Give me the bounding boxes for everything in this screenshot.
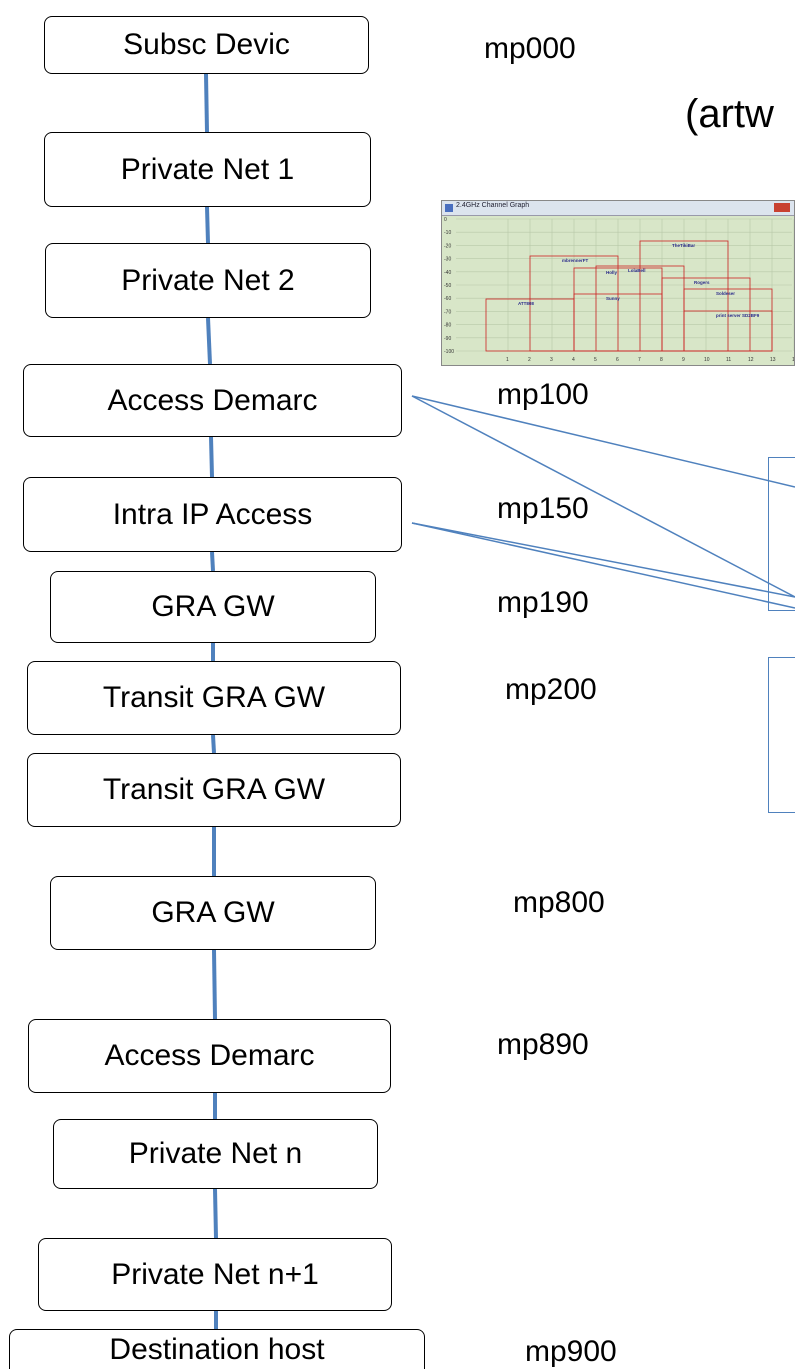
x-tick-label: 1 [506,357,509,363]
node-private-net-1[interactable]: Private Net 1 [44,132,371,207]
node-gra-gw-2[interactable]: GRA GW [50,876,376,950]
network-curve [683,310,773,352]
x-tick-label: 11 [726,357,731,363]
y-tick-label: -30 [444,257,451,263]
slide-title: (artw [685,92,774,136]
node-access-demarc[interactable]: Access Demarc [23,364,402,437]
chain-link [212,949,217,1020]
callout-box-transit [768,657,795,813]
thumbnail-window-title: 2.4GHz Channel Graph [456,202,530,209]
close-icon [774,203,790,212]
x-tick-label: 2 [528,357,531,363]
x-tick-label: 13 [770,357,776,363]
network-label: mbrennerFT [562,258,589,263]
channel-graph-thumbnail: 2.4GHz Channel Graph 0 -10 -20 -30 -40 -50 -60… [441,200,795,366]
mp-label-900: mp900 [525,1335,617,1368]
chain-link [204,73,209,133]
y-tick-label: -40 [444,270,451,276]
x-tick-label: 3 [550,357,553,363]
callout-leader [411,395,795,598]
chain-link [210,551,215,572]
chain-link [205,206,210,244]
y-tick-label: -50 [444,283,451,289]
chain-link [209,436,214,478]
thumbnail-titlebar: 2.4GHz Channel Graph [442,201,794,216]
node-transit-gra-gw[interactable]: Transit GRA GW [27,661,401,735]
y-tick-label: -100 [444,349,454,355]
callout-leader [411,522,795,609]
chain-links [204,73,218,1329]
node-private-net-2[interactable]: Private Net 2 [45,243,371,318]
x-tick-label: 10 [704,357,710,363]
mp-label-190: mp190 [497,586,589,619]
callout-leaders [411,395,795,609]
network-label: Sunny [606,296,620,301]
network-label: Rogers [694,280,710,285]
mp-label-890: mp890 [497,1028,589,1061]
node-transit-gra-gw-2[interactable]: Transit GRA GW [27,753,401,827]
y-tick-label: -70 [444,309,451,315]
node-private-net-n-plus-1[interactable]: Private Net n+1 [38,1238,392,1311]
app-icon [445,204,453,212]
y-tick-label: -10 [444,230,451,236]
x-tick-label: 7 [638,357,641,363]
x-tick-label: 9 [682,357,685,363]
network-label: LolaBell [628,268,646,273]
chain-link [206,317,212,365]
network-label: print server SD2BF9 [716,313,760,318]
callout-leader [411,522,795,598]
x-tick-label: 12 [748,357,754,363]
node-gra-gw[interactable]: GRA GW [50,571,376,643]
mp-label-150: mp150 [497,492,589,525]
mp-label-100: mp100 [497,378,589,411]
mp-label-200: mp200 [505,673,597,706]
x-tick-labels: 1234567891011121314 [506,357,795,363]
mp-label-800: mp800 [513,886,605,919]
network-curve [573,293,663,352]
x-tick-label: 4 [572,357,575,363]
network-label: Holly [606,270,617,275]
x-tick-label: 8 [660,357,663,363]
chain-link [211,734,216,754]
graph-grid [456,218,794,352]
node-private-net-n[interactable]: Private Net n [53,1119,378,1189]
chain-link [213,1188,218,1239]
node-subsc-devic[interactable]: Subsc Devic [44,16,369,74]
x-tick-label: 14 [792,357,795,363]
y-tick-labels: 0 -10 -20 -30 -40 -50 -60 -70 -80 -90 -100 [444,217,454,355]
network-label: TheTikiBar [672,243,695,248]
callout-box-access [768,457,795,611]
network-curves [485,240,773,352]
network-label: ATT808 [518,301,534,306]
mp-label-000: mp000 [484,32,576,65]
y-tick-label: -60 [444,296,451,302]
x-tick-label: 6 [616,357,619,363]
node-intra-ip-access[interactable]: Intra IP Access [23,477,402,552]
callout-leader [411,395,795,488]
node-destination-host[interactable]: Destination host [9,1329,425,1369]
x-tick-label: 5 [594,357,597,363]
y-tick-label: -20 [444,243,451,249]
node-access-demarc-2[interactable]: Access Demarc [28,1019,391,1093]
y-tick-label: -90 [444,336,451,342]
y-tick-label: 0 [444,217,447,223]
network-label: Soldeser [716,291,735,296]
y-tick-label: -80 [444,323,451,329]
